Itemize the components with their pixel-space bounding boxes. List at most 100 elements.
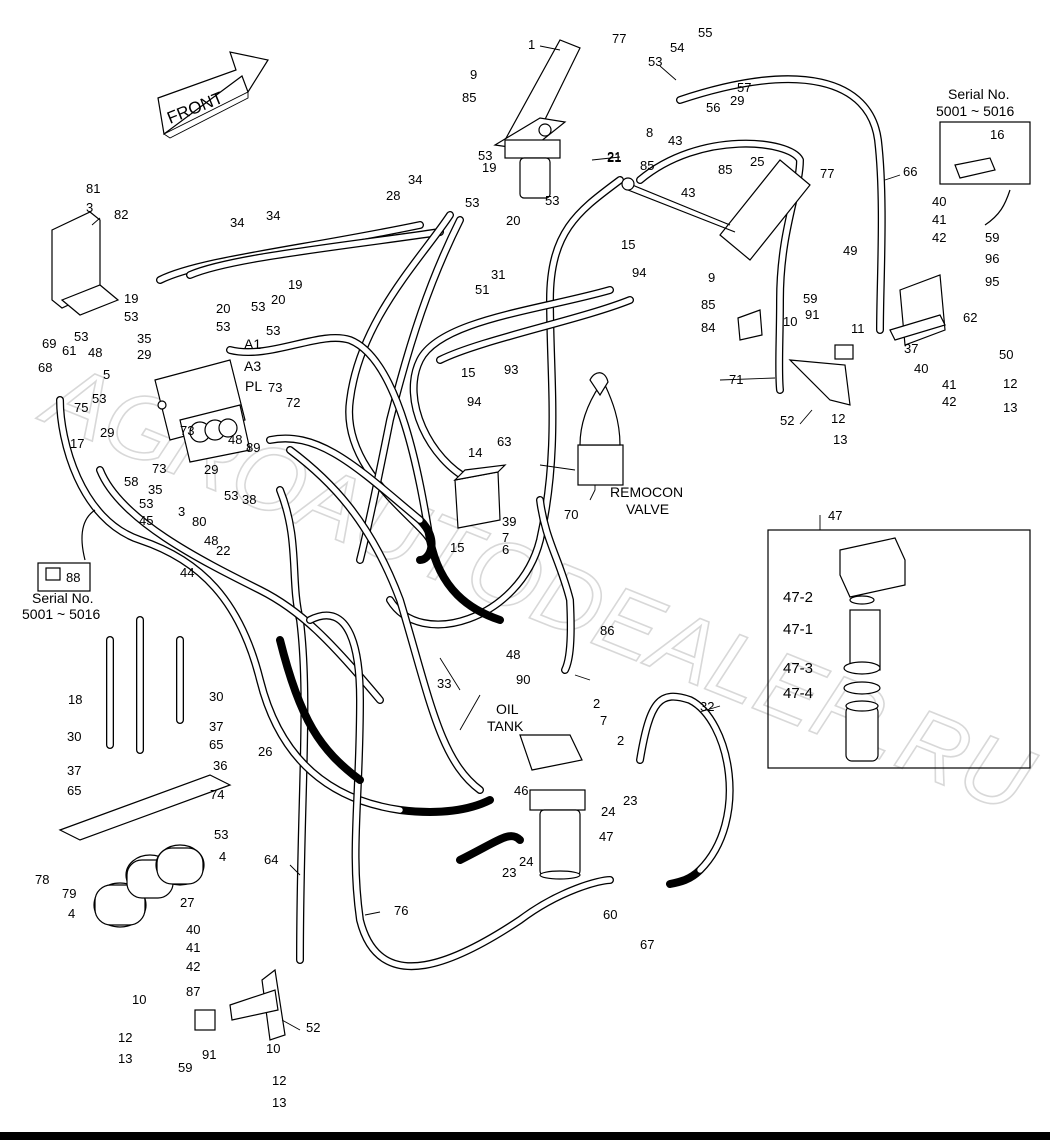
callout: 70 <box>564 507 579 522</box>
bracket-82 <box>51 211 120 316</box>
callout: 53 <box>478 148 493 163</box>
callout: 49 <box>843 243 858 258</box>
callout: 69 <box>42 336 57 351</box>
callout: 71 <box>729 372 744 387</box>
callout: 2 <box>593 696 601 711</box>
callout: A3 <box>244 358 262 374</box>
serial-left-range: 5001 ~ 5016 <box>22 606 101 622</box>
callout: 19 <box>482 160 497 175</box>
callout: 59 <box>803 291 818 306</box>
callout: 77 <box>612 31 627 46</box>
callout: 10 <box>783 314 798 329</box>
callout: 42 <box>942 394 957 409</box>
callout: 7 <box>502 530 510 545</box>
callout: 81 <box>86 181 101 196</box>
callout: 19 <box>288 277 303 292</box>
callout: 65 <box>209 737 224 752</box>
callout: 30 <box>209 689 224 704</box>
callout: 12 <box>1003 376 1018 391</box>
callout: 16 <box>990 127 1005 142</box>
callout: 35 <box>148 482 163 497</box>
callout: 84 <box>701 320 716 335</box>
callout: 41 <box>186 940 201 955</box>
callout: 22 <box>216 543 231 558</box>
callout: 36 <box>213 758 228 773</box>
callout: 23 <box>502 865 517 880</box>
callout: 53 <box>266 323 281 338</box>
callout: 44 <box>180 565 195 580</box>
callout: 78 <box>35 872 50 887</box>
callout: 20 <box>216 301 231 316</box>
oil-tank-filter <box>519 734 586 880</box>
callout: 26 <box>258 744 273 759</box>
callout: 39 <box>502 514 517 529</box>
callout: 15 <box>621 237 636 252</box>
callout: 15 <box>461 365 476 380</box>
callout: 40 <box>186 922 201 937</box>
callout: 28 <box>386 188 401 203</box>
callout: 19 <box>124 291 139 306</box>
callout: 57 <box>737 80 752 95</box>
callout: 91 <box>202 1047 217 1062</box>
accumulators <box>58 774 232 928</box>
callout: 68 <box>38 360 53 375</box>
callout: 53 <box>545 193 560 208</box>
callout: 34 <box>230 215 245 230</box>
callout: 89 <box>246 440 261 455</box>
bottom-border <box>0 1132 1050 1140</box>
callout: 76 <box>394 903 409 918</box>
callout: 50 <box>999 347 1014 362</box>
callout: 47-2 <box>783 589 814 606</box>
pedal-assembly <box>493 39 581 199</box>
callout: 23 <box>623 793 638 808</box>
callout: 37 <box>67 763 82 778</box>
callout: 29 <box>730 93 745 108</box>
callout: 43 <box>668 133 683 148</box>
callout: 34 <box>266 208 281 223</box>
callout: 4 <box>68 906 76 921</box>
callout: A1 <box>244 336 262 352</box>
callout: PL <box>245 378 263 394</box>
callout: 47-4 <box>783 685 814 702</box>
callout: 73 <box>268 380 283 395</box>
callout: 24 <box>601 804 616 819</box>
callout: 90 <box>516 672 531 687</box>
callout: 27 <box>180 895 195 910</box>
callout: 62 <box>963 310 978 325</box>
callout: 74 <box>210 787 225 802</box>
callout: 29 <box>204 462 219 477</box>
callout: 56 <box>706 100 721 115</box>
callout: 75 <box>74 400 89 415</box>
callout: 42 <box>932 230 947 245</box>
callout: 59 <box>178 1060 193 1075</box>
front-arrow: FRONT <box>157 51 269 139</box>
valve-label: VALVE <box>626 501 670 517</box>
leader-lines <box>91 45 901 1031</box>
callout: 24 <box>519 854 534 869</box>
callout: 93 <box>504 362 519 377</box>
callout: 46 <box>514 783 529 798</box>
callout: 85 <box>462 90 477 105</box>
tank-label: TANK <box>487 718 524 734</box>
callout: 12 <box>831 411 846 426</box>
callout: 64 <box>264 852 279 867</box>
callout: 52 <box>780 413 795 428</box>
callout: 59 <box>985 230 1000 245</box>
callout: 5 <box>103 367 111 382</box>
callout: 33 <box>437 676 452 691</box>
callout: 37 <box>209 719 224 734</box>
callout: 73 <box>152 461 167 476</box>
callout: 53 <box>251 299 266 314</box>
callout: 35 <box>137 331 152 346</box>
callout: 29 <box>137 347 152 362</box>
callout: 25 <box>750 154 765 169</box>
callout: 13 <box>118 1051 133 1066</box>
callout: 79 <box>62 886 77 901</box>
callout: 21 <box>607 149 622 164</box>
callout: 53 <box>216 319 231 334</box>
callout: 42 <box>186 959 201 974</box>
callout: 12 <box>118 1030 133 1045</box>
callout: 80 <box>192 514 207 529</box>
callout: 82 <box>114 207 129 222</box>
